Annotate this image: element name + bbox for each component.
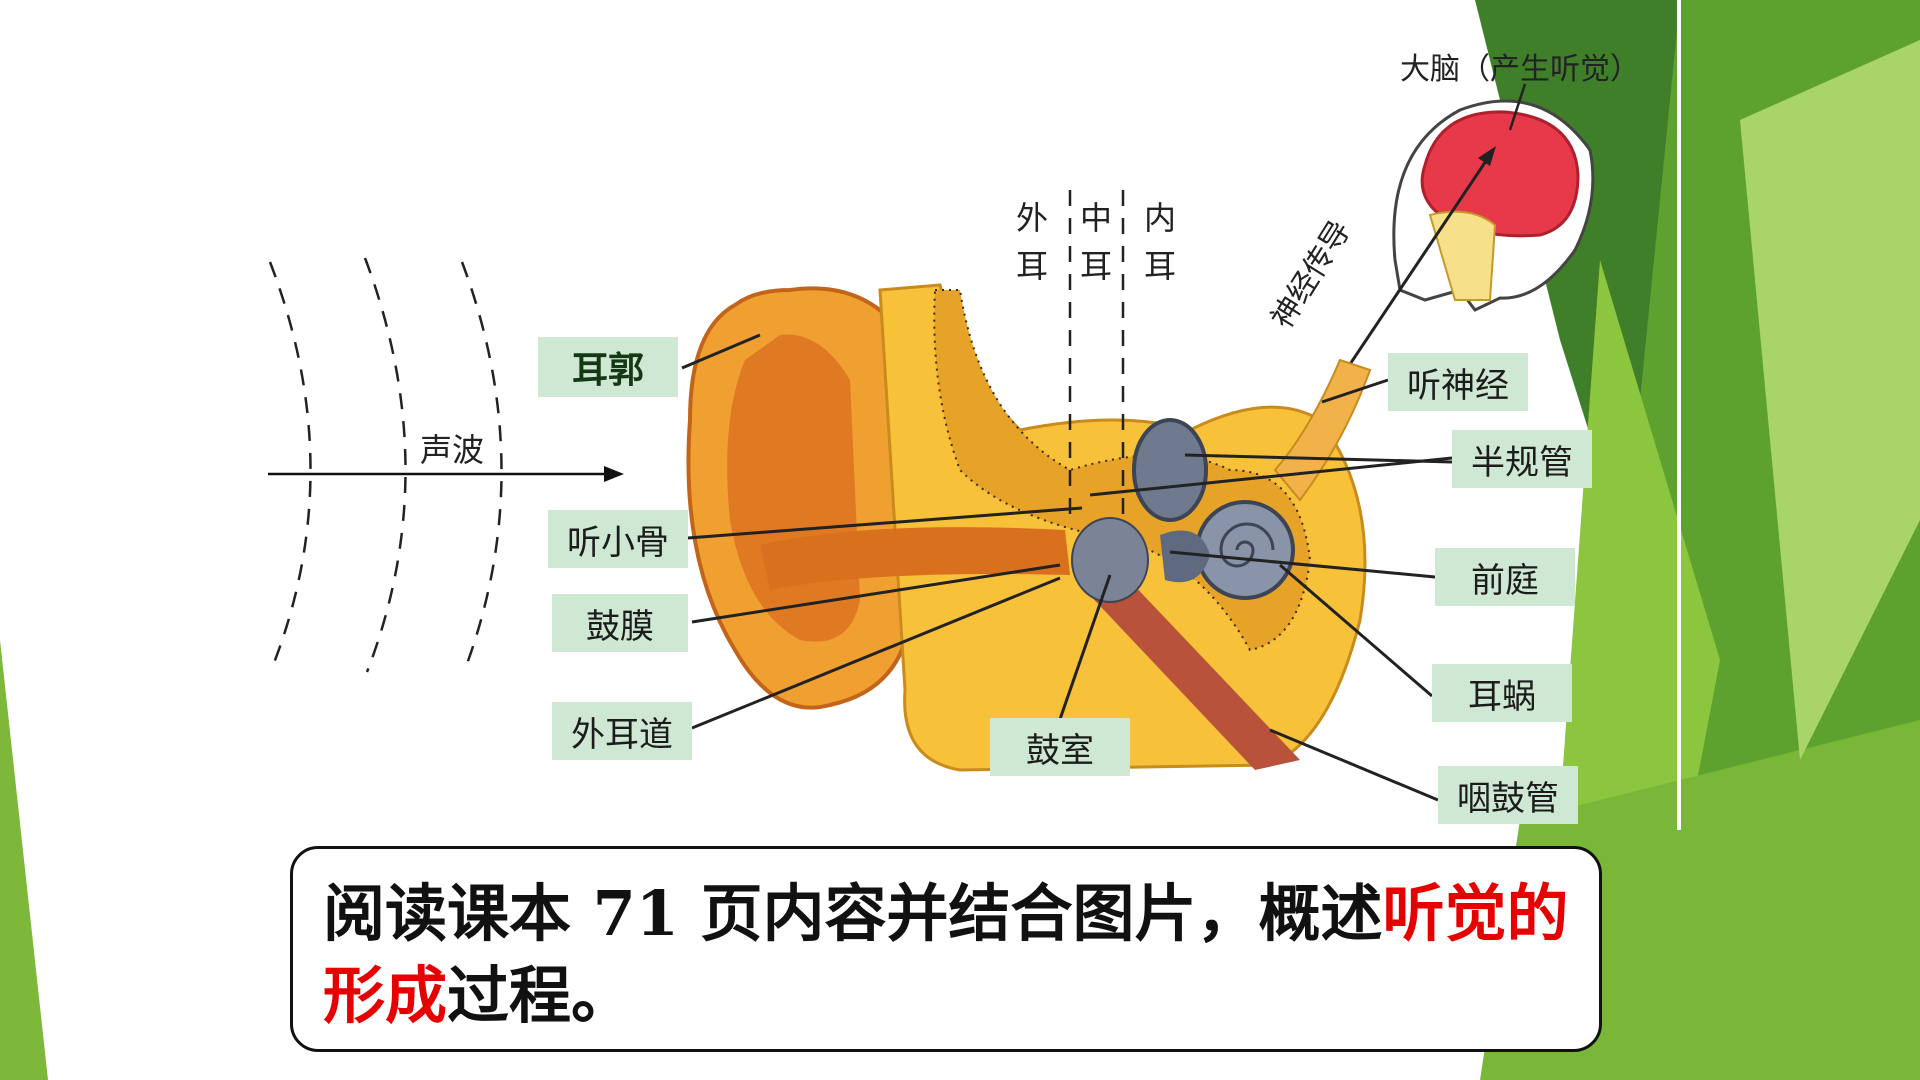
right-pale-green-facet: [1740, 40, 1920, 760]
sound-wave-label: 声波: [420, 431, 485, 469]
sound-wave-arcs: [268, 257, 503, 673]
label-semicircular-canals: 半规管: [1452, 430, 1592, 488]
label-eardrum: 鼓膜: [552, 594, 688, 652]
sound-wave-arrowhead: [604, 466, 624, 482]
cochlea-shape: [1195, 500, 1295, 600]
caption-highlight: 听觉的形成: [323, 877, 1569, 1032]
label-ear-canal: 外耳道: [552, 702, 692, 760]
semicircular-canal-shape: [1132, 418, 1208, 522]
label-ossicles: 听小骨: [548, 510, 688, 568]
label-eustachian-tube: 咽鼓管: [1438, 766, 1578, 824]
label-tympanic-cavity: 鼓室: [990, 718, 1130, 776]
sound-wave-arc: [268, 261, 312, 669]
tympanic-cavity-shape: [1071, 517, 1149, 603]
zone-outer-ear: 外耳: [1015, 199, 1048, 285]
label-cochlea: 耳蜗: [1432, 664, 1572, 722]
label-auditory-nerve: 听神经: [1388, 353, 1528, 411]
head-illustration: [1392, 99, 1595, 312]
leader-eustachian-tube: [1269, 728, 1439, 802]
label-vestibule: 前庭: [1435, 548, 1575, 606]
ear-canal-shape: [760, 527, 1070, 590]
zone-middle-ear: 中耳: [1079, 199, 1112, 285]
leader-tympanic-cavity: [1056, 574, 1112, 726]
caption-text-end: 过程。: [447, 959, 634, 1032]
vestibule-shape: [1160, 530, 1210, 583]
leader-ear-canal: [691, 576, 1061, 730]
nerve-conduction-arrowhead: [1478, 146, 1496, 166]
leader-auditory-nerve: [1321, 378, 1389, 404]
label-pinna: 耳郭: [538, 337, 678, 397]
leader-vestibule: [1169, 550, 1436, 579]
sound-wave-arc: [363, 257, 407, 673]
brain-pointer-line: [1508, 83, 1527, 131]
sound-wave-arc: [460, 261, 503, 673]
zone-inner-ear: 内耳: [1143, 199, 1176, 285]
leader-pinna: [681, 333, 761, 370]
left-green-sliver: [0, 640, 48, 1080]
cochlea-spiral: [1219, 522, 1275, 568]
leader-eardrum: [691, 563, 1061, 624]
spine-shape: [1428, 210, 1497, 301]
brain-label: 大脑（产生听觉）: [1400, 52, 1640, 87]
leader-semicircular-2: [1184, 453, 1453, 464]
leader-lines: [681, 333, 1453, 802]
leader-semicircular-1: [1089, 456, 1453, 497]
eustachian-tube-shape: [1085, 560, 1300, 770]
caption-box: 阅读课本 71 页内容并结合图片，概述听觉的形成过程。: [290, 846, 1602, 1052]
caption-text: 阅读课本 71 页内容并结合图片，概述: [323, 877, 1383, 950]
leader-cochlea: [1279, 563, 1433, 698]
leader-ossicles: [687, 506, 1083, 540]
